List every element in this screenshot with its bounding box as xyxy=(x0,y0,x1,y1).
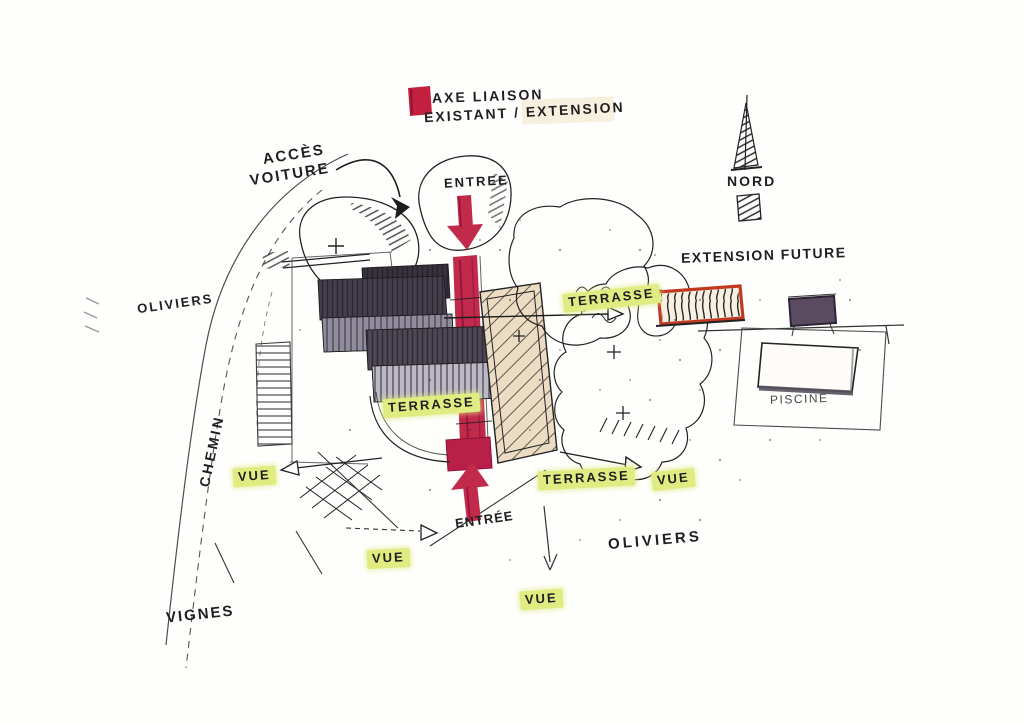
vue-south-label: VUE xyxy=(519,588,564,611)
pencil-speckles xyxy=(249,219,862,561)
pergola-grid xyxy=(299,451,399,529)
north-compass-icon xyxy=(730,94,763,222)
nord-label: NORD xyxy=(727,173,777,189)
piscine-label: PISCINE xyxy=(769,390,829,408)
extension-building xyxy=(479,282,558,464)
annotation-arrows xyxy=(214,305,643,584)
tree-blob-northwest xyxy=(262,196,420,298)
entrance-arrow-bottom xyxy=(451,462,489,522)
legend-swatch xyxy=(408,86,615,125)
site-boundary-curves xyxy=(83,153,349,669)
entrance-arrow-top xyxy=(447,195,483,250)
vue-southwest-label: VUE xyxy=(366,547,411,570)
entree-blob xyxy=(418,155,512,251)
vue-west-label: VUE xyxy=(232,465,277,488)
future-extension-box xyxy=(655,284,746,327)
entree-top-label: ENTREE xyxy=(443,172,510,191)
existing-building-roofs xyxy=(317,263,507,403)
poolhouse-box xyxy=(787,293,838,337)
house-outline xyxy=(255,251,451,465)
acces-voiture-arrow xyxy=(335,159,410,219)
piscine-terrace xyxy=(697,324,905,431)
